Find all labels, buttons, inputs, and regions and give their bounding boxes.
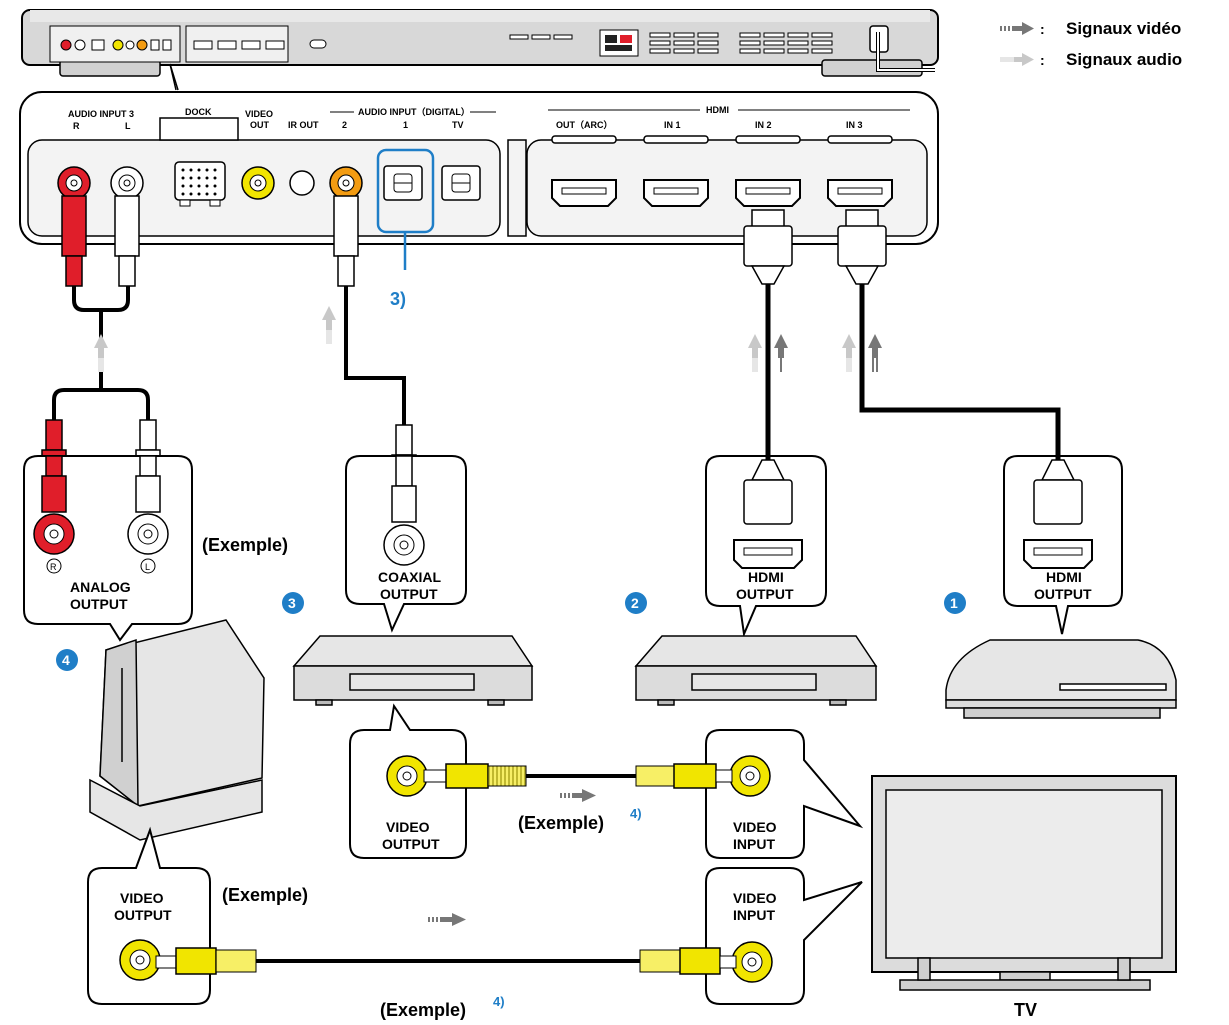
l-mark: L [145,562,150,572]
svg-text:3: 3 [288,595,296,611]
hdmi-in1-label: IN 1 [664,120,681,130]
ir-out-label: IR OUT [288,120,319,130]
hdmi-in3-label: IN 3 [846,120,863,130]
digital-1-label: 1 [403,120,408,130]
video-cable-top [423,763,733,789]
analog-cable [41,195,161,501]
audio-input3-label: AUDIO INPUT 3 [68,109,134,119]
coaxial-source-device [292,635,534,706]
hdmi-output-1-label-1: HDMI [1046,569,1082,585]
svg-text:4: 4 [62,652,70,668]
device-number-4-icon: 4 [56,649,78,671]
video-out-top-label-2: OUTPUT [382,836,440,852]
rca-l-jack [110,166,144,200]
video-out-label-2: OUT [250,120,270,130]
video-in-top-label-2: INPUT [733,836,775,852]
hdmi-output-2-label-2: OUTPUT [736,586,794,602]
coaxial-output-label-2: OUTPUT [380,586,438,602]
device-number-1-icon: 1 [944,592,966,614]
footnote-bottom: 4) [493,994,505,1009]
example-label-4: (Exemple) [380,1000,466,1020]
analog-output-label-1: ANALOG [70,579,131,595]
hdmi-in2-label: IN 2 [755,120,772,130]
audio-l-label: L [125,121,131,131]
video-out-jack [241,166,275,200]
tv-label: TV [1014,1000,1037,1020]
coaxial-output-label-1: COAXIAL [378,569,441,585]
digital-2-label: 2 [342,120,347,130]
video-in-top-bubble: VIDEO INPUT [705,729,864,859]
digital-tv-label: TV [452,120,464,130]
hdmi-out-arc-label: OUT（ARC） [556,120,613,130]
game-console-device [945,639,1177,719]
analog-output-label-2: OUTPUT [70,596,128,612]
video-out-top-bubble: VIDEO OUTPUT [349,703,467,859]
svg-text::: : [1040,21,1045,37]
power-cord-icon [869,25,935,72]
video-in-top-label-1: VIDEO [733,819,777,835]
video-out-bottom-label-2: OUTPUT [114,907,172,923]
example-label-1: (Exemple) [202,535,288,555]
ir-out-jack [289,170,315,196]
legend-video-label: Signaux vidéo [1066,19,1181,38]
coaxial-input-jack [329,166,363,200]
hdmi-plugs-over [41,440,1093,569]
footnote-top: 4) [630,806,642,821]
video-out-bottom-bubble: VIDEO OUTPUT [87,826,211,1005]
audio-r-label: R [73,121,80,131]
example-label-3: (Exemple) [518,813,604,833]
coaxial-output-bubble: COAXIAL OUTPUT [345,455,467,633]
hdmi-output-2-label-1: HDMI [748,569,784,585]
video-out-label-1: VIDEO [245,109,273,119]
dock-connector [174,161,226,207]
r-mark: R [50,562,57,572]
speaker-terminal [599,29,639,57]
dock-label: DOCK [185,107,212,117]
video-out-top-label-1: VIDEO [386,819,430,835]
hdmi-ports [551,135,893,207]
device-number-2-icon: 2 [625,592,647,614]
wii-console-device [89,619,265,841]
video-in-bottom-bubble: VIDEO INPUT [705,867,863,1005]
audio-input-digital-label: AUDIO INPUT（DIGITAL） [358,107,470,117]
soundbar-body [21,9,939,91]
video-in-bottom-label-2: INPUT [733,907,775,923]
optical-input-tv [441,165,481,201]
rear-panel: AUDIO INPUT 3 R L DOCK VIDEO OUT IR OUT … [19,91,939,309]
video-cable-bottom [155,947,737,975]
audio-signal-arrows [94,306,856,372]
mini-jacks [60,39,285,51]
hdmi-source-device [634,635,878,706]
legend: : Signaux vidéo : Signaux audio [1000,19,1182,69]
svg-text::: : [1040,52,1045,68]
legend-audio-label: Signaux audio [1066,50,1182,69]
svg-text:1: 1 [950,595,958,611]
svg-text:2: 2 [631,595,639,611]
optical-input-1 [383,165,423,201]
hdmi-label: HDMI [706,105,729,115]
vent-slots [509,32,833,54]
video-in-bottom-label-1: VIDEO [733,890,777,906]
rca-r-jack [57,166,91,200]
video-signal-arrows [428,334,882,926]
video-out-bottom-label-1: VIDEO [120,890,164,906]
hdmi-output-1-label-2: OUTPUT [1034,586,1092,602]
device-number-3-icon: 3 [282,592,304,614]
video-arrow-icon [1000,22,1034,35]
audio-arrow-icon [1000,53,1034,66]
callout-note: 3) [390,289,406,309]
tv-device [871,775,1177,991]
example-label-2: (Exemple) [222,885,308,905]
